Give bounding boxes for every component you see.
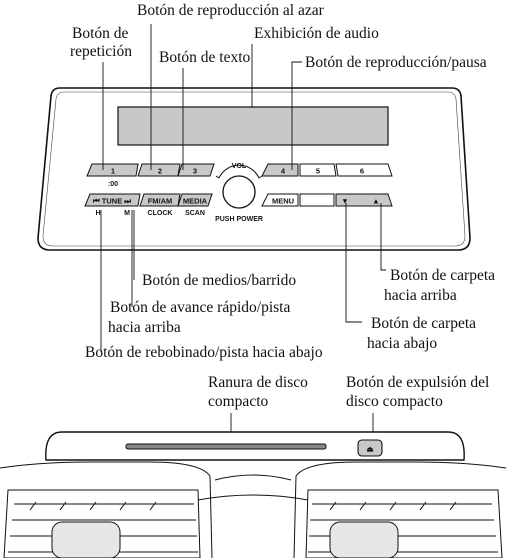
preset-2-label: 2 (158, 167, 162, 176)
volume-knob[interactable] (222, 175, 256, 209)
label-rewind: Botón de rebobinado/pista hacia abajo (85, 344, 323, 361)
fm-am-button[interactable]: FM/AM (139, 193, 181, 207)
label-repeat-line2: repetición (70, 43, 132, 60)
head-unit-inner (42, 91, 466, 247)
preset-4-label: 4 (281, 167, 286, 176)
fm-am-label: FM/AM (148, 197, 173, 206)
leader-lines (100, 24, 386, 445)
label-eject-line2: disco compacto (346, 393, 443, 410)
preset-6-label: 6 (360, 167, 364, 176)
label-folder-up-line2: hacia arriba (384, 287, 457, 304)
fast-forward-icon: ⏭ (122, 197, 132, 206)
eject-button[interactable]: ⏏ (357, 439, 383, 457)
preset-button-6[interactable]: 6 (335, 163, 393, 177)
preset-button-3[interactable]: 3 (177, 163, 215, 177)
clock-label: CLOCK (148, 210, 173, 217)
audio-display (117, 106, 389, 146)
label-shuffle: Botón de reproducción al azar (137, 2, 324, 19)
folder-down-icon[interactable]: ▼ (341, 197, 348, 206)
label-folder-down-line2: hacia abajo (367, 335, 438, 352)
cd-slot[interactable] (125, 443, 327, 450)
media-label: MEDIA (183, 197, 208, 206)
tune-sub-h: H (95, 210, 100, 217)
tune-label: ⏮ TUNE ⏭ (93, 197, 132, 206)
label-audio-display: Exhibición de audio (254, 25, 379, 42)
menu-label: MENU (272, 197, 294, 206)
tune-button[interactable]: ⏮ TUNE ⏭ (84, 193, 141, 207)
rewind-icon: ⏮ (93, 197, 102, 206)
preset-5-label: 5 (316, 167, 320, 176)
preset-button-5[interactable]: 5 (299, 163, 337, 177)
preset-3-label: 3 (193, 167, 197, 176)
preset-button-4[interactable]: 4 (261, 163, 299, 177)
label-play-pause: Botón de reproducción/pausa (305, 54, 487, 71)
media-button[interactable]: MEDIA (177, 193, 213, 207)
label-repeat-line1: Botón de (72, 25, 129, 42)
folder-button[interactable]: ▼ ▲ (335, 193, 393, 207)
blank-button[interactable] (299, 193, 335, 207)
preset-button-1[interactable]: 1 (86, 163, 139, 177)
vol-arc (218, 164, 260, 179)
eject-icon: ⏏ (366, 445, 374, 454)
preset-1-sublabel: :00 (108, 181, 118, 188)
preset-button-2[interactable]: 2 (137, 163, 181, 177)
label-text-button: Botón de texto (159, 49, 251, 66)
label-eject-line1: Botón de expulsión del (346, 374, 490, 391)
scan-label: SCAN (185, 210, 205, 217)
tune-sub-m: M (124, 210, 130, 217)
label-fast-forward-line1: Botón de avance rápido/pista (110, 299, 291, 316)
label-folder-up-line1: Botón de carpeta (390, 267, 496, 284)
menu-button[interactable]: MENU (261, 193, 299, 207)
preset-1-label: 1 (111, 167, 115, 176)
label-cd-slot-line2: compacto (208, 393, 269, 410)
label-cd-slot-line1: Ranura de disco (208, 374, 308, 391)
folder-up-icon[interactable]: ▲ (372, 197, 379, 206)
label-folder-down-line1: Botón de carpeta (371, 315, 477, 332)
dashboard-vents (0, 461, 506, 558)
label-media-scan: Botón de medios/barrido (142, 272, 297, 289)
push-power-label: PUSH POWER (215, 216, 263, 223)
vol-label: VOL (232, 163, 247, 170)
label-fast-forward-line2: hacia arriba (108, 319, 181, 336)
